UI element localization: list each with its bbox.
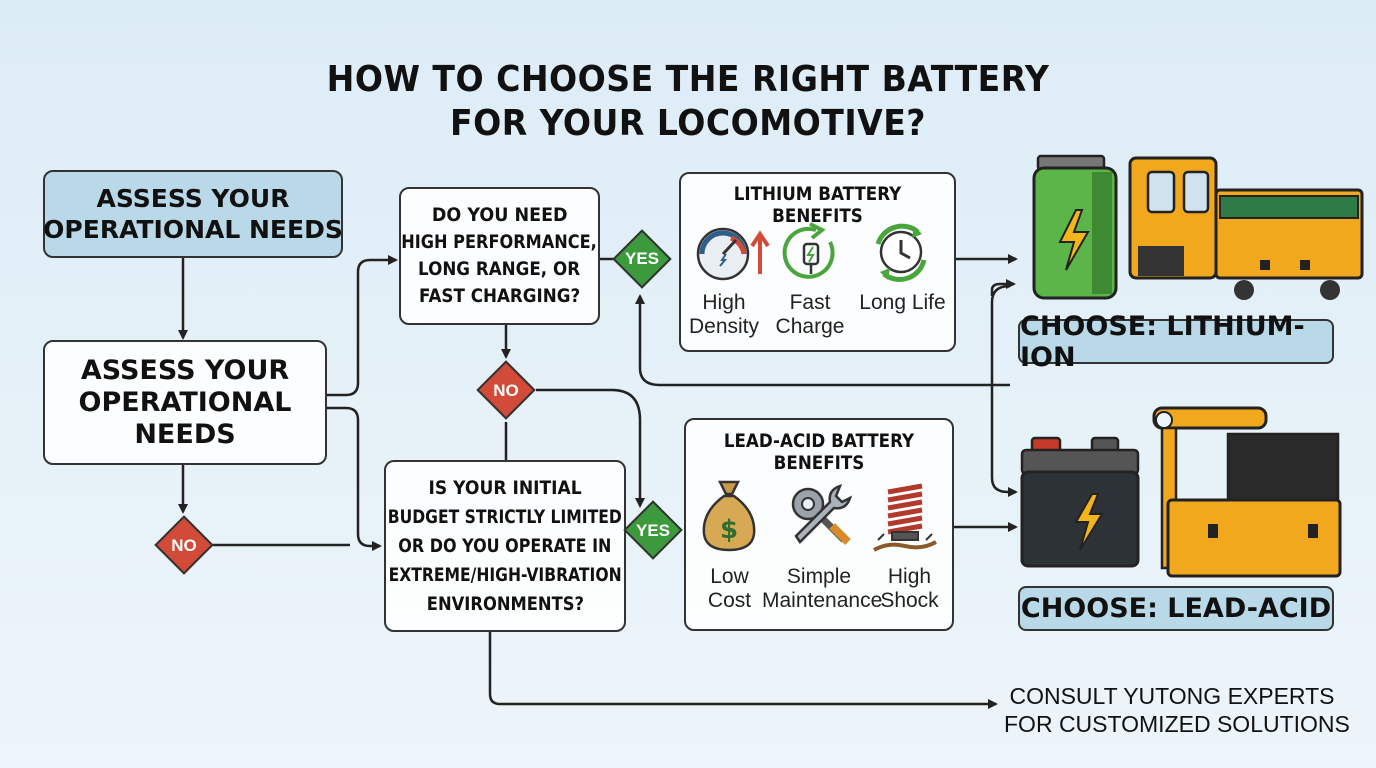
lithium-battery-icon [1032,154,1118,300]
tools-icon [791,483,853,545]
lithium-locomotive-illustration [1032,154,1364,300]
lead-acid-battery-icon [1020,436,1140,568]
q1-line-2: HIGH PERFORMANCE, [401,231,598,253]
no-label-left: NO [171,536,197,555]
assess-box-line-2: OPERATIONAL [78,386,292,418]
choose-lithium-badge: CHOOSE: LITHIUM-ION [1018,311,1334,373]
lithium-benefit-life: Long Life [855,291,950,315]
consult-line-1: CONSULT YUTONG EXPERTS [1009,683,1335,709]
clock-icon [875,223,927,282]
spring-icon [873,483,937,552]
assess-box-line-3: NEEDS [134,418,236,450]
yellow-locomotive-icon [1128,156,1364,300]
title-line-1: HOW TO CHOOSE THE RIGHT BATTERY [326,59,1050,100]
gauge-icon [696,227,770,281]
page-title: HOW TO CHOOSE THE RIGHT BATTERY FOR YOUR… [55,58,1321,146]
life-line-1: Long Life [859,291,946,314]
yes-label-lithium: YES [624,249,660,268]
shock-line-2: Shock [880,589,939,612]
lithium-benefit-density: High Density [684,291,764,339]
lead-locomotive-illustration [1020,406,1342,578]
charge-line-2: Charge [775,315,845,338]
cost-line-1: Low [710,565,749,588]
density-line-1: High [702,291,746,314]
lithium-benefits-title: LITHIUM BATTERY BENEFITS [733,183,902,227]
consult-line-2: FOR CUSTOMIZED SOLUTIONS [1004,711,1350,737]
fast-charge-icon [782,222,835,279]
assess-header-line-2: OPERATIONAL NEEDS [43,215,343,244]
title-line-2: FOR YOUR LOCOMOTIVE? [450,103,926,144]
consult-experts-text: CONSULT YUTONG EXPERTS FOR CUSTOMIZED SO… [1004,682,1350,738]
q1-line-3: LONG RANGE, OR [418,258,581,280]
q2-line-2: BUDGET STRICTLY LIMITED [387,505,623,528]
charge-line-1: Fast [789,291,831,314]
assess-header-line-1: ASSESS YOUR [96,184,290,213]
density-line-2: Density [688,315,760,338]
assess-needs-box: ASSESS YOUR OPERATIONAL NEEDS [43,340,327,465]
yes-label-lead: YES [635,521,671,540]
q1-line-1: DO YOU NEED [431,204,568,226]
lead-benefit-cost: Low Cost [692,565,767,613]
lithium-benefit-charge: Fast Charge [770,291,850,339]
svg-text:$: $ [720,515,738,545]
q2-line-5: ENVIRONMENTS? [426,592,584,615]
money-bag-icon: $ [702,480,756,552]
no-label-q1: NO [493,381,519,400]
shock-line-1: High [887,565,932,588]
yellow-locomotive-icon-2 [1152,406,1342,578]
choose-lead-badge: CHOOSE: LEAD-ACID [1018,586,1334,631]
q2-line-4: EXTREME/HIGH-VIBRATION [388,563,622,586]
lead-benefit-maintenance: Simple Maintenance [762,565,883,613]
q2-line-1: IS YOUR INITIAL [428,476,582,499]
q2-line-3: OR DO YOU OPERATE IN [398,534,612,557]
question-performance: DO YOU NEED HIGH PERFORMANCE, LONG RANGE… [399,187,600,325]
lead-benefits-title: LEAD-ACID BATTERY BENEFITS [723,430,915,474]
maintenance-line-2: Maintenance [762,589,883,612]
cost-line-2: Cost [707,589,752,612]
assess-box-line-1: ASSESS YOUR [80,354,290,386]
lead-benefit-shock: High Shock [872,565,947,613]
assess-needs-header: ASSESS YOUR OPERATIONAL NEEDS [43,170,343,258]
maintenance-line-1: Simple [786,565,852,588]
q1-line-4: FAST CHARGING? [418,285,581,307]
question-budget-environment: IS YOUR INITIAL BUDGET STRICTLY LIMITED … [384,460,626,632]
